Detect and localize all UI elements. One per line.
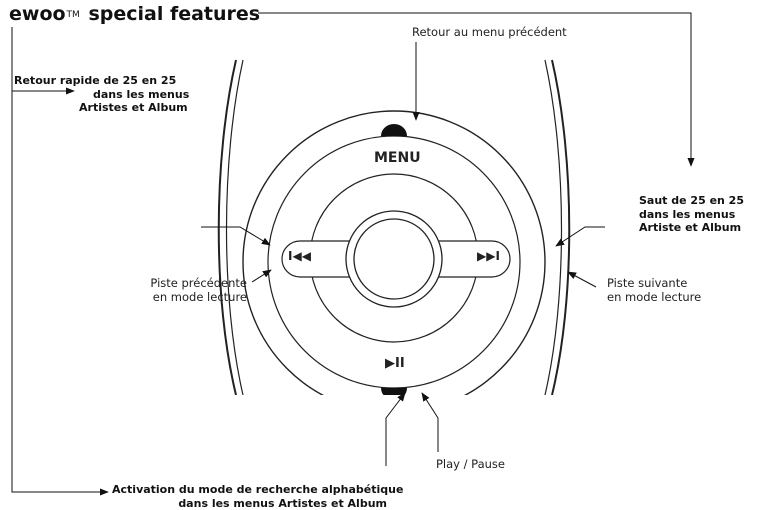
play-pause-button-icon[interactable]: ▶II: [385, 356, 405, 371]
alpha-search-label: Activation du mode de recherche alphabét…: [112, 483, 387, 510]
page-title: ewooTM special features: [9, 3, 260, 25]
alpha-arrow: [386, 393, 405, 466]
play-pause-arrow: [422, 393, 438, 452]
next-track-line-2: en mode lecture: [607, 290, 701, 304]
jump-arrow: [556, 227, 605, 246]
fast-back-line-2: dans les menus: [14, 88, 189, 102]
jump-line-1: Saut de 25 en 25: [639, 194, 744, 208]
jump-label: Saut de 25 en 25 dans les menus Artiste …: [639, 194, 744, 235]
alpha-line-1: Activation du mode de recherche alphabét…: [112, 483, 387, 497]
prev-track-label: Piste précédente en mode lecture: [112, 276, 247, 304]
prev-track-arrow: [252, 270, 271, 282]
jump-line-3: Artiste et Album: [639, 221, 744, 235]
center-button-inner: [354, 219, 434, 299]
previous-button-icon[interactable]: I◀◀: [288, 249, 311, 263]
play-pause-label: Play / Pause: [436, 457, 505, 471]
prev-track-line-2: en mode lecture: [112, 290, 247, 304]
fast-back-label: Retour rapide de 25 en 25 dans les menus…: [14, 74, 189, 115]
title-brand: ewoo: [9, 3, 66, 25]
fast-back-line-3: Artistes et Album: [14, 101, 189, 115]
fast-back-arrow: [201, 227, 270, 245]
next-track-label: Piste suivante en mode lecture: [607, 276, 701, 304]
next-track-arrow: [568, 272, 596, 287]
jump-line-2: dans les menus: [639, 208, 744, 222]
next-track-line-1: Piste suivante: [607, 276, 701, 290]
menu-button-label[interactable]: MENU: [374, 150, 421, 166]
menu-back-label: Retour au menu précédent: [412, 25, 567, 39]
next-button-icon[interactable]: ▶▶I: [477, 249, 500, 263]
title-trademark: TM: [67, 10, 80, 20]
fast-back-line-1: Retour rapide de 25 en 25: [14, 74, 189, 88]
prev-track-line-1: Piste précédente: [112, 276, 247, 290]
menu-notch: [381, 124, 407, 136]
title-text: special features: [88, 3, 260, 25]
play-notch: [381, 388, 407, 400]
